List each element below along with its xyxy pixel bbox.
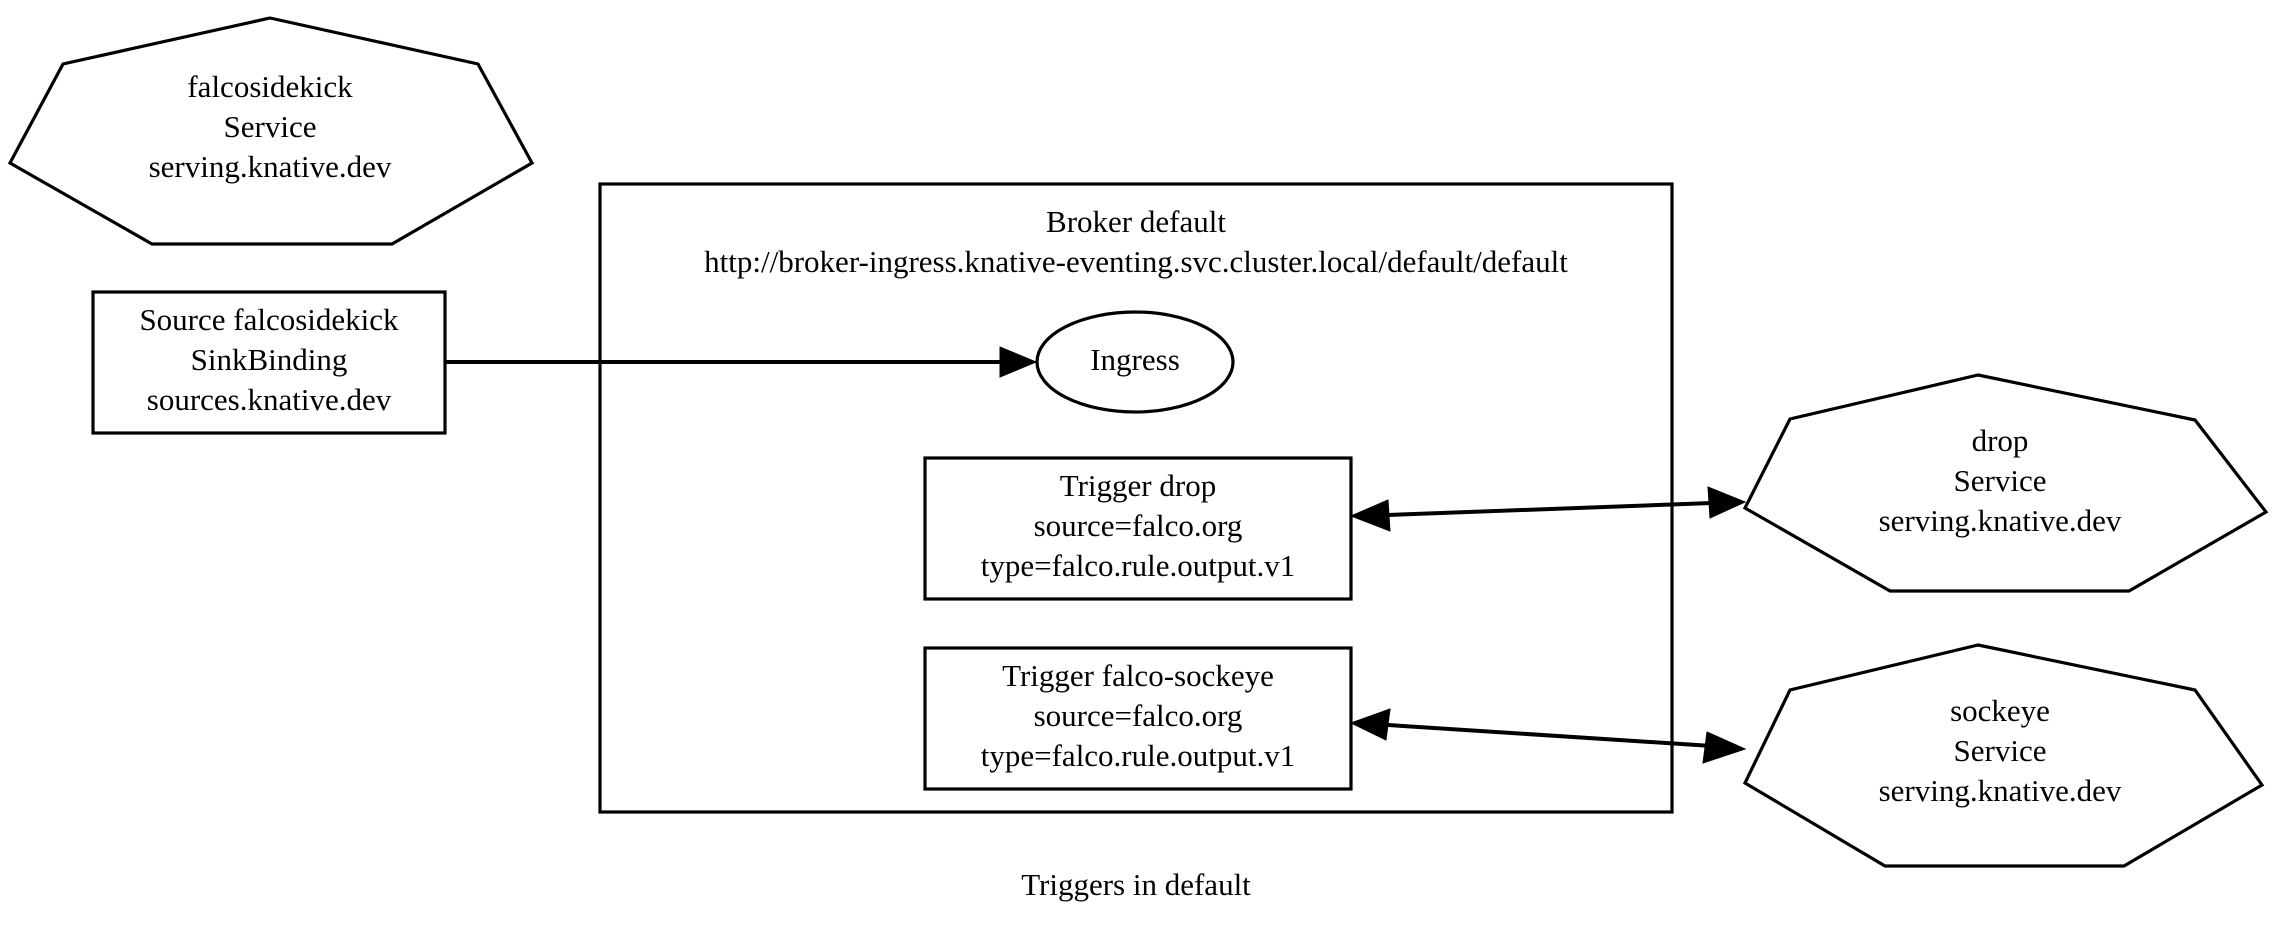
edge-source-to-ingress-arrowhead: [999, 346, 1038, 378]
falcosidekick-service-line2: Service: [224, 109, 317, 144]
source-sinkbinding-line1: Source falcosidekick: [139, 302, 399, 337]
edge-trigger-drop-line: [1387, 501, 1713, 517]
falcosidekick-service-heptagon: [7, 16, 535, 246]
ingress-label: Ingress: [1090, 342, 1180, 377]
node-ingress[interactable]: Ingress: [1035, 310, 1235, 414]
sockeye-service-heptagon: [1742, 643, 2265, 868]
broker-cluster-box: [598, 182, 1674, 814]
drop-service-line3: serving.knative.dev: [1879, 503, 2122, 538]
trigger-drop-line1: Trigger drop: [1060, 468, 1216, 503]
source-sinkbinding-line2: SinkBinding: [191, 342, 348, 377]
trigger-drop-box: [923, 456, 1353, 601]
drop-service-line2: Service: [1954, 463, 2047, 498]
edge-trigger-sockeye-arrowhead-right: [1702, 731, 1747, 764]
trigger-drop-line2: source=falco.org: [1034, 508, 1243, 543]
source-sinkbinding-box: [91, 290, 447, 435]
node-drop-service[interactable]: drop Service serving.knative.dev: [1742, 373, 2269, 593]
sockeye-service-line2: Service: [1954, 733, 2047, 768]
edge-trigger-drop-arrowhead-left: [1349, 499, 1391, 532]
diagram-caption: Triggers in default: [1021, 867, 1251, 902]
broker-cluster-label-group: Broker default http://broker-ingress.kna…: [704, 204, 1568, 279]
broker-cluster-title: Broker default: [1046, 204, 1226, 239]
node-falcosidekick-service[interactable]: falcosidekick Service serving.knative.de…: [7, 16, 535, 246]
trigger-drop-line3: type=falco.rule.output.v1: [981, 548, 1295, 583]
node-sockeye-service[interactable]: sockeye Service serving.knative.dev: [1742, 643, 2265, 868]
trigger-falco-sockeye-box: [923, 646, 1353, 791]
falcosidekick-service-line3: serving.knative.dev: [149, 149, 392, 184]
node-source-sinkbinding[interactable]: Source falcosidekick SinkBinding sources…: [91, 290, 447, 435]
drop-service-line1: drop: [1972, 423, 2029, 458]
trigger-falco-sockeye-line1: Trigger falco-sockeye: [1002, 658, 1274, 693]
node-trigger-drop[interactable]: Trigger drop source=falco.org type=falco…: [923, 456, 1353, 601]
node-trigger-falco-sockeye[interactable]: Trigger falco-sockeye source=falco.org t…: [923, 646, 1353, 791]
edge-trigger-drop-arrowhead-right: [1707, 486, 1747, 519]
broker-cluster-url: http://broker-ingress.knative-eventing.s…: [704, 244, 1568, 279]
edge-trigger-sockeye-line: [1387, 723, 1713, 748]
source-sinkbinding-line3: sources.knative.dev: [147, 382, 392, 417]
edge-trigger-sockeye-to-sockeye-service[interactable]: [1349, 708, 1747, 764]
edge-source-to-ingress[interactable]: [446, 346, 1038, 378]
falcosidekick-service-line1: falcosidekick: [187, 69, 353, 104]
edge-trigger-drop-to-drop-service[interactable]: [1349, 486, 1747, 532]
edge-trigger-sockeye-arrowhead-left: [1349, 708, 1391, 741]
drop-service-heptagon: [1742, 373, 2269, 593]
sockeye-service-line3: serving.knative.dev: [1879, 773, 2122, 808]
trigger-falco-sockeye-line2: source=falco.org: [1034, 698, 1243, 733]
trigger-falco-sockeye-line3: type=falco.rule.output.v1: [981, 738, 1295, 773]
sockeye-service-line1: sockeye: [1950, 693, 2050, 728]
